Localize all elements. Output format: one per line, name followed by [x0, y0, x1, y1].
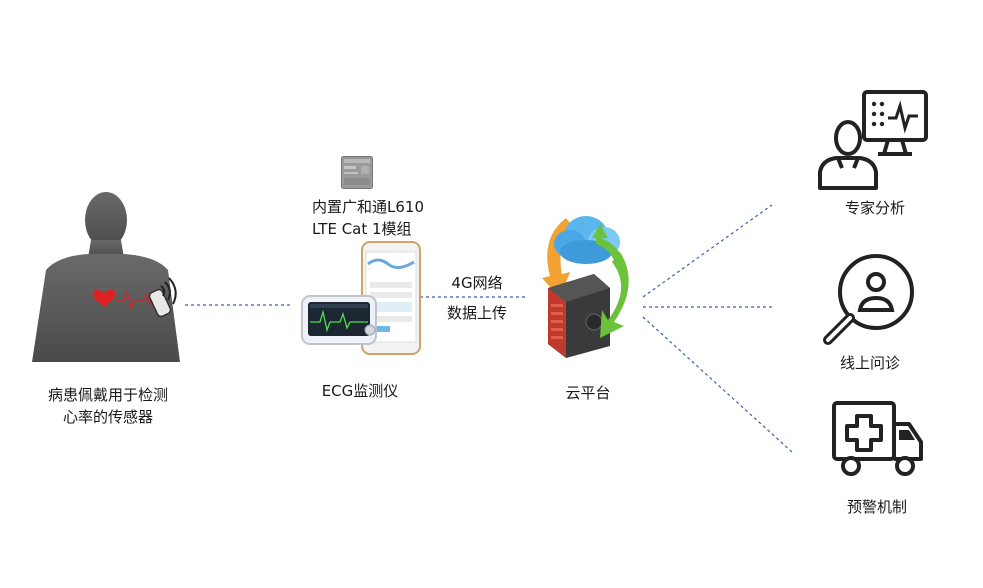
heart-icon: [92, 289, 116, 307]
module-label-line2: LTE Cat 1模组: [312, 220, 412, 238]
cloud-platform-icon: [542, 216, 629, 358]
doctor-monitor-icon: [818, 90, 928, 190]
link-label-top: 4G网络: [451, 274, 503, 292]
wireless-signal-icon: [160, 277, 177, 305]
module-label-line1: 内置广和通L610: [312, 198, 424, 216]
green-arrow-icon: [600, 252, 629, 338]
patient-label-line2: 心率的传感器: [62, 408, 153, 426]
expert-label: 专家分析: [844, 199, 905, 217]
sensor-device-icon: [148, 288, 172, 318]
device-label: ECG监测仪: [321, 382, 399, 400]
module-label: 内置广和通L610 LTE Cat 1模组: [312, 196, 424, 240]
warning-label: 预警机制: [846, 498, 907, 516]
ecg-monitor-icon: [301, 295, 377, 345]
server-icon: [548, 274, 610, 358]
online-label: 线上问诊: [839, 354, 900, 372]
person-silhouette-icon: [32, 192, 180, 362]
orange-arrow-icon: [542, 218, 574, 298]
cloud-label: 云平台: [565, 384, 611, 402]
cloud-to-warning-line: [642, 316, 793, 453]
link-label-bottom: 数据上传: [446, 304, 507, 322]
ambulance-icon: [832, 401, 923, 476]
magnifier-person-icon: [823, 254, 914, 345]
cloud-to-expert-line: [642, 204, 773, 298]
patient-label-line1: 病患佩戴用于检测: [47, 386, 168, 404]
patient-label: 病患佩戴用于检测 心率的传感器: [28, 384, 188, 428]
ecg-device-icon: [301, 241, 421, 355]
lte-module-chip-icon: [341, 156, 373, 189]
